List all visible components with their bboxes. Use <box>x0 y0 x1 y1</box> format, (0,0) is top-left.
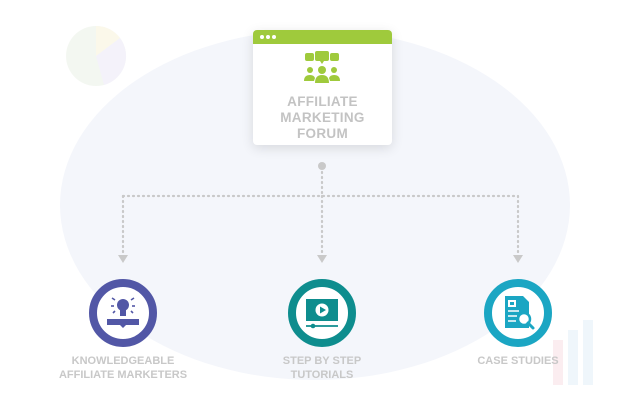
connector-node <box>318 162 326 170</box>
card-title-bar <box>253 30 392 44</box>
faint-bar-chart-icon <box>553 320 593 385</box>
label-line: KNOWLEDGEABLE <box>71 355 175 367</box>
arrow-down-icon <box>118 255 128 263</box>
hub-title: AFFILIATE MARKETING FORUM <box>253 94 392 142</box>
arrow-down-icon <box>317 255 327 263</box>
branch-label-knowledgeable-affiliate-marketers: KNOWLEDGEABLE AFFILIATE MARKETERS <box>23 354 223 382</box>
hub-title-line: MARKETING <box>280 110 365 125</box>
branch-label-step-by-step-tutorials: STEP BY STEP TUTORIALS <box>222 354 422 382</box>
background-blob <box>60 30 570 380</box>
forum-people-icon <box>304 51 340 83</box>
branch-label-case-studies: CASE STUDIES <box>418 354 618 368</box>
hub-title-line: AFFILIATE <box>287 94 358 109</box>
lightbulb-book-icon <box>89 279 157 347</box>
label-line: CASE STUDIES <box>477 355 559 367</box>
label-line: TUTORIALS <box>290 369 354 381</box>
hub-card: AFFILIATE MARKETING FORUM <box>253 30 392 145</box>
label-line: STEP BY STEP <box>282 355 362 367</box>
hub-title-line: FORUM <box>297 126 348 141</box>
arrow-down-icon <box>513 255 523 263</box>
video-player-icon <box>288 279 356 347</box>
document-search-icon <box>484 279 552 347</box>
label-line: AFFILIATE MARKETERS <box>58 369 188 381</box>
dotted-connectors <box>121 170 520 257</box>
window-dots-icon <box>260 35 276 39</box>
faint-pie-chart-icon <box>66 26 127 86</box>
